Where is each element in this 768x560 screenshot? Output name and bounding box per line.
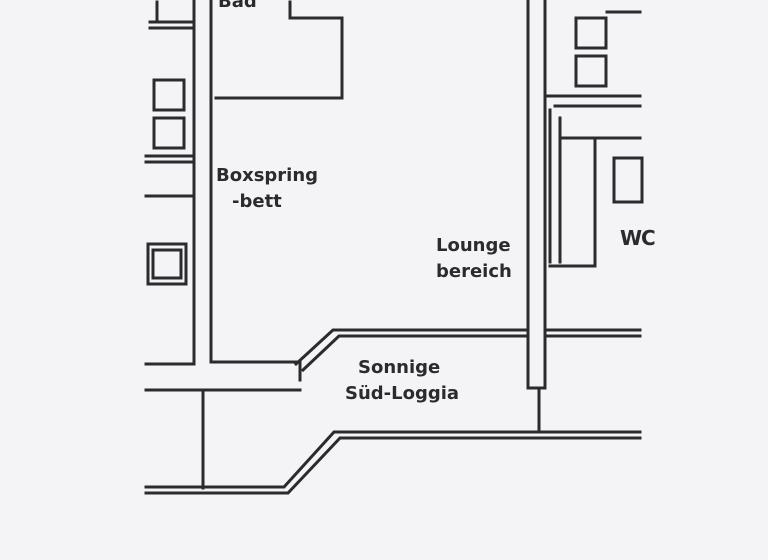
room-label-bedroom-line2: -bett — [232, 191, 282, 212]
bedroom-south-wall — [209, 360, 302, 382]
right-unit-box-lower — [574, 54, 608, 88]
loggia-upper-railing — [293, 328, 530, 373]
right-unit-inner-wall — [548, 108, 597, 268]
room-label-loggia-line2: Süd-Loggia — [345, 383, 460, 404]
room-label-loggia-line1: Sonnige — [358, 357, 441, 378]
wc-fixture — [612, 156, 644, 204]
room-label-wc: WC — [620, 226, 656, 250]
loggia-outer-railing — [144, 430, 642, 495]
room-label-lounge-line1: Lounge — [436, 235, 511, 256]
bedroom-west-wall — [192, 0, 213, 364]
room-label-bath: Bad — [218, 0, 257, 12]
bath-partition-wall — [214, 0, 344, 100]
right-unit-wall — [543, 94, 642, 108]
left-unit-fixtures — [144, 0, 194, 286]
right-unit-box-upper — [574, 16, 608, 50]
central-divider-wall — [526, 0, 547, 390]
loggia-upper-railing-right — [543, 328, 642, 338]
right-unit-fixture — [561, 136, 642, 268]
slab-edge-left — [144, 362, 302, 392]
room-label-lounge-line2: bereich — [436, 261, 512, 282]
room-label-bedroom-line1: Boxspring — [216, 165, 319, 186]
